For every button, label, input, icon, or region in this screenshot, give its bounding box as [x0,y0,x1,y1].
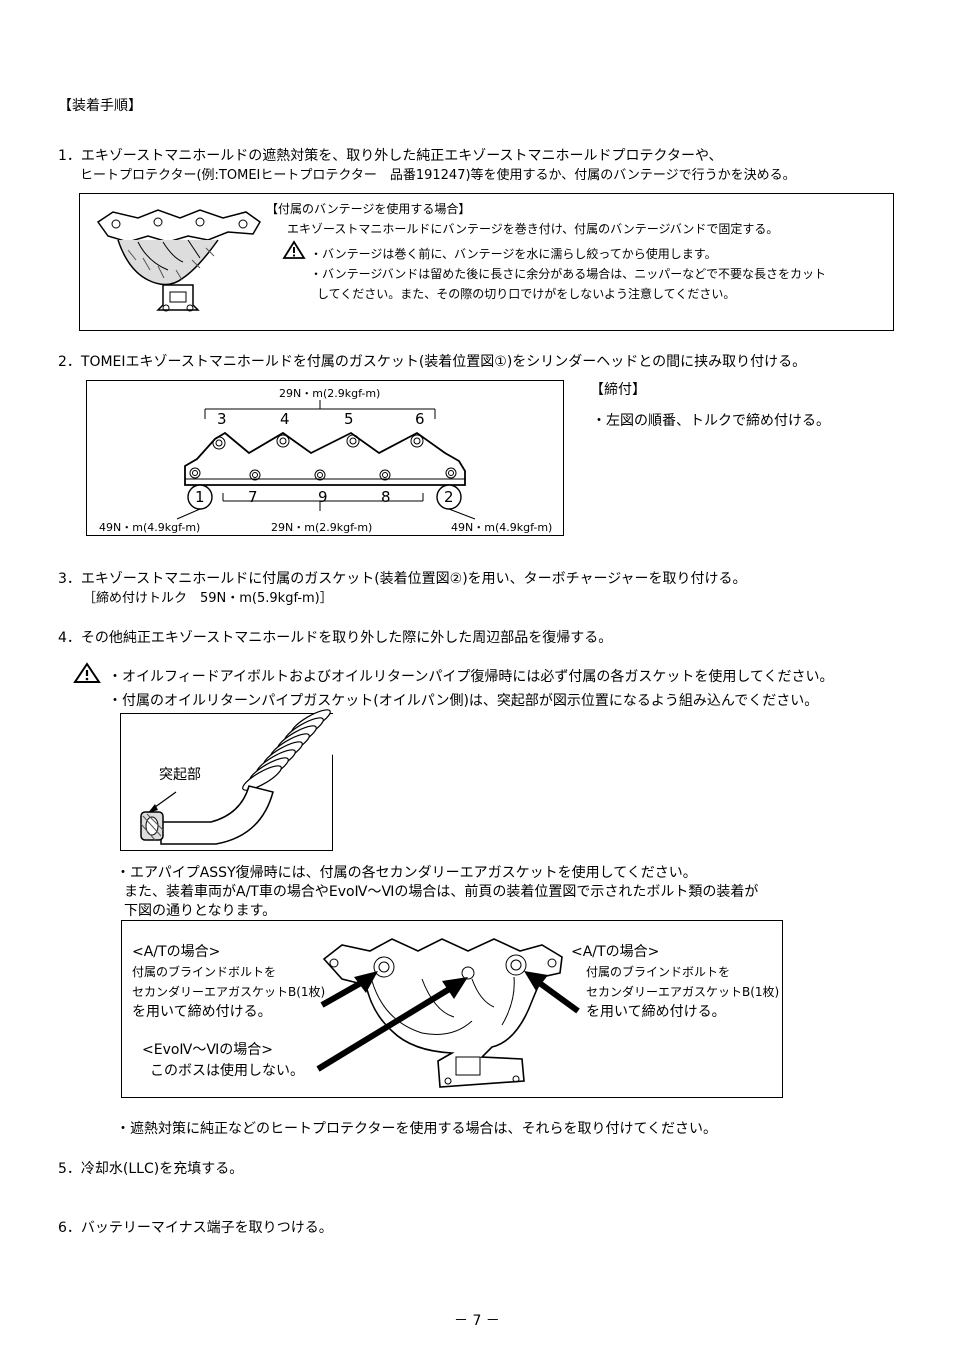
step5-line: 5．冷却水(LLC)を充填する。 [58,1161,244,1177]
top-number-3: 3 [217,410,227,428]
bottom-number-8: 8 [381,488,391,506]
bandage-warning-1: ・バンテージは巻く前に、バンテージを水に濡らし絞ってから使用します。 [310,247,717,261]
step3-torque: ［締め付けトルク 59N・m(5.9kgf-m)］ [83,591,333,606]
bolt-position-figure: <A/Tの場合> 付属のブラインドボルトを セカンダリーエアガスケットB(1枚)… [121,920,783,1098]
oil-return-pipe-image [140,709,334,845]
step2-line: 2．TOMEIエキゾーストマニホールドを付属のガスケット(装着位置図①)をシリン… [58,354,807,370]
right-note-line3: を用いて締め付ける。 [586,1004,726,1020]
warning-icon [282,240,306,259]
bandage-warning-3: してください。また、その際の切り口でけがをしないよう注意してください。 [317,287,736,301]
heat-protector-note: ・遮熱対策に純正などのヒートプロテクターを使用する場合は、それらを取り付けてくだ… [116,1121,718,1137]
top-number-4: 4 [280,410,290,428]
left-note-line2: セカンダリーエアガスケットB(1枚) [132,985,326,999]
right-note-title: <A/Tの場合> [571,944,660,960]
oil-return-pipe-figure: 突起部 [120,709,334,851]
protrusion-label: 突起部 [159,767,201,783]
left-note-line1: 付属のブラインドボルトを [132,965,277,979]
section-title: 【装着手順】 [58,98,142,114]
oil-return-warning: ・付属のオイルリターンパイプガスケット(オイルパン側)は、突起部が図示位置になる… [108,693,819,709]
air-pipe-note-1: ・エアパイプASSY復帰時には、付属の各セカンダリーエアガスケットを使用してくだ… [116,865,697,881]
step1-line1: 1．エキゾーストマニホールドの遮熱対策を、取り外した純正エキゾーストマニホールド… [58,148,723,164]
top-number-6: 6 [415,410,425,428]
torque-right-label: 49N・m(4.9kgf-m) [451,521,553,534]
manifold-bolt-image [316,938,580,1088]
torque-top-label: 29N・m(2.9kgf-m) [279,387,381,400]
bottom-number-2: 2 [444,488,454,506]
bottom-number-1: 1 [195,488,205,506]
flange-bolt-diagram [176,400,476,520]
right-note-line1: 付属のブラインドボルトを [586,965,731,979]
warning-icon [73,662,101,683]
tightening-heading: 【締付】 [590,382,646,398]
step3-line1: 3．エキゾーストマニホールドに付属のガスケット(装着位置図②)を用い、ターボチャ… [58,571,747,587]
right-note-line2: セカンダリーエアガスケットB(1枚) [586,985,780,999]
page-number: － 7 － [454,1313,500,1329]
bottom-number-7: 7 [248,488,258,506]
torque-left-label: 49N・m(4.9kgf-m) [99,521,201,534]
evo-note-title: <EvoⅣ～Ⅵの場合> [142,1042,273,1058]
air-pipe-note-2: また、装着車両がA/T車の場合やEvoⅣ～Ⅵの場合は、前頁の装着位置図で示された… [124,884,759,900]
bandaged-manifold-image [96,209,261,312]
torque-mid-label: 29N・m(2.9kgf-m) [271,521,373,534]
top-number-5: 5 [344,410,354,428]
oil-gasket-warning: ・オイルフィードアイボルトおよびオイルリターンパイプ復帰時には必ず付属の各ガスケ… [108,669,834,685]
bandage-text: エキゾーストマニホールドにバンテージを巻き付け、付属のバンテージバンドで固定する… [287,222,779,236]
evo-note-text: このボスは使用しない。 [150,1063,304,1079]
bandage-box: 【付属のバンテージを使用する場合】 エキゾーストマニホールドにバンテージを巻き付… [79,193,894,331]
left-note-line3: を用いて締め付ける。 [132,1004,272,1020]
step1-line2: ヒートプロテクター(例:TOMEIヒートプロテクター 品番191247)等を使用… [80,168,796,183]
air-pipe-note-3: 下図の通りとなります。 [124,903,277,919]
step4-line: 4．その他純正エキゾーストマニホールドを取り外した際に外した周辺部品を復帰する。 [58,630,613,646]
step6-line: 6．バッテリーマイナス端子を取りつける。 [58,1220,333,1236]
bandage-warning-2: ・バンテージバンドは留めた後に長さに余分がある場合は、ニッパーなどで不要な長さを… [310,267,827,281]
tightening-text: ・左図の順番、トルクで締め付ける。 [592,413,830,429]
bottom-number-9: 9 [318,488,328,506]
left-note-title: <A/Tの場合> [132,944,221,960]
torque-diagram: 29N・m(2.9kgf-m) 3 [86,380,564,536]
bandage-heading: 【付属のバンテージを使用する場合】 [266,202,471,216]
